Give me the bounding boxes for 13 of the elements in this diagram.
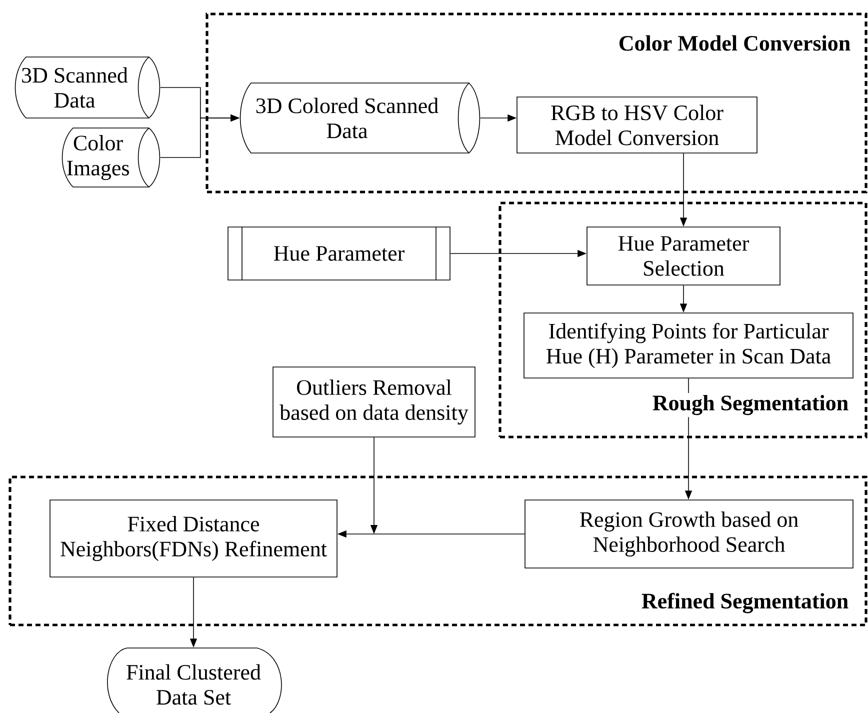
process-box: Fixed Distance Neighbors(FDNs) Refinement bbox=[50, 500, 338, 578]
predefined-process-box: Hue Parameter bbox=[228, 226, 450, 280]
dashed-group-frame bbox=[498, 202, 868, 438]
process-box: Outliers Removal based on data density bbox=[272, 366, 476, 438]
group-heading: Rough Segmentation bbox=[650, 392, 851, 418]
process-box: RGB to HSV Color Model Conversion bbox=[516, 96, 758, 154]
process-box: Hue Parameter Selection bbox=[586, 226, 780, 286]
group-heading: Refined Segmentation bbox=[639, 590, 851, 616]
group-heading: Color Model Conversion bbox=[616, 33, 853, 53]
process-box: Identifying Points for Particular Hue (H) Parameter in Scan Data bbox=[524, 312, 854, 378]
process-box: Region Growth based on Neighborhood Search bbox=[524, 500, 854, 568]
dashed-group-frame bbox=[206, 12, 868, 194]
dashed-group-frame bbox=[8, 476, 868, 626]
